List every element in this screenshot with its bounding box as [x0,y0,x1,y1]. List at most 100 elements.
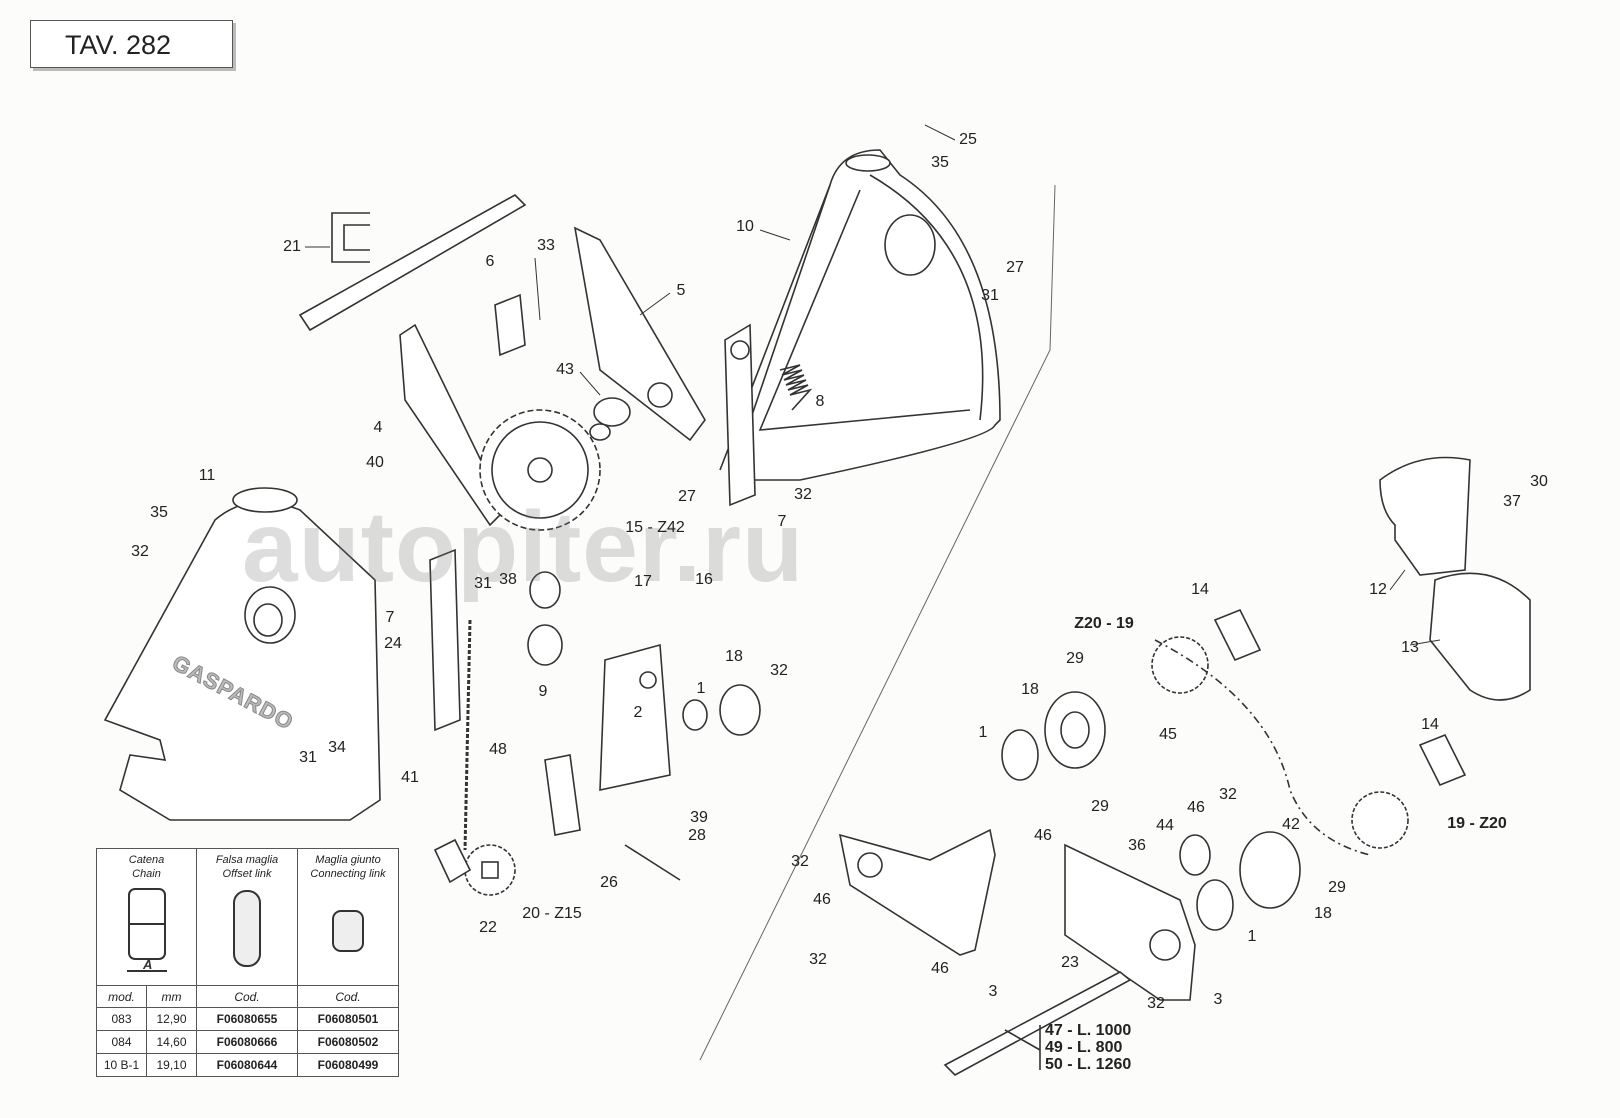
callout: 18 [725,648,743,665]
page-title: TAV. 282 [30,20,233,68]
cell-mod: 10 B-1 [96,1053,147,1077]
part-sprocket-z20b [1351,791,1409,849]
dimension-label: A [142,957,152,972]
offset-link-header: Falsa maglia Offset link [196,848,298,986]
callout: 21 [283,238,301,255]
bar-length-label: 49 - L. 800 [1045,1039,1123,1056]
part-u-bolt-21 [331,212,370,263]
table-row: 10 B-1 19,10 F06080644 F06080499 [96,1053,399,1077]
callout: 7 [385,609,395,626]
part-guard-13 [1429,572,1531,701]
header-it: Maglia giunto [315,854,381,866]
callout: 43 [556,361,574,378]
callout: 31 [299,749,317,766]
callout: 31 [474,575,492,592]
callout: 1 [978,724,988,741]
chain-header: Catena Chain A [96,848,197,986]
callout: 35 [150,504,168,521]
part-bolt-26 [624,844,681,881]
callout: Z20 - 19 [1074,615,1134,632]
callout: 18 [1314,905,1332,922]
part-spacer-44 [1179,834,1211,876]
part-sprocket-z15 [464,844,516,896]
callout: 18 [1021,681,1039,698]
callout: 3 [988,983,998,1000]
part-bar [298,194,527,332]
callout: 8 [815,393,825,410]
cell-connecting-code: F06080501 [297,1007,399,1031]
header-it: Catena [128,854,165,866]
callout: 35 [931,154,949,171]
callout: 3 [1213,991,1223,1008]
callout: 32 [809,951,827,968]
table-row: 084 14,60 F06080666 F06080502 [96,1030,399,1054]
part-chain-41 [463,619,472,851]
part-guard-10 [728,149,1001,481]
callout: 26 [600,874,618,891]
part-plate-3b [1064,843,1196,1001]
callout: 37 [1503,493,1521,510]
callout: 32 [794,486,812,503]
part-bearing-1 [682,699,708,731]
divider-line [699,184,1056,1061]
col-mod: mod. [96,985,147,1008]
callout: 14 [1421,716,1439,733]
callout: 24 [384,635,402,652]
header-en: Offset link [222,868,272,880]
callout: 27 [1006,259,1024,276]
cell-connecting-code: F06080502 [297,1030,399,1054]
cell-offset-code: F06080644 [196,1053,298,1077]
cell-offset-code: F06080655 [196,1007,298,1031]
cell-mm: 14,60 [146,1030,197,1054]
col-cod: Cod. [297,985,399,1008]
callout: 32 [1219,786,1237,803]
callout: 32 [1147,995,1165,1012]
callout: 46 [1187,799,1205,816]
callout: 19 - Z20 [1447,815,1507,832]
part-arm-7 [724,323,756,507]
callout: 33 [537,237,555,254]
callout: 32 [131,543,149,560]
part-arm-7-left [429,548,461,732]
callout: 2 [633,704,643,721]
callout: 31 [981,287,999,304]
callout: 6 [485,253,495,270]
cell-offset-code: F06080666 [196,1030,298,1054]
callout: 38 [499,571,517,588]
callout: 11 [198,467,216,484]
part-clamp-14b [1418,733,1467,787]
connecting-link-illustration [332,910,364,952]
callout: 32 [791,853,809,870]
part-sprocket-z20 [1151,636,1209,694]
callout: 28 [688,827,706,844]
callout: 44 [1156,817,1174,834]
part-cover-11 [103,501,381,821]
callout: 36 [1128,837,1146,854]
callout: 46 [1034,827,1052,844]
watermark: autopiter.ru [242,491,805,603]
callout: 14 [1191,581,1209,598]
callout: 46 [813,891,831,908]
header-en: Connecting link [310,868,386,880]
col-cod: Cod. [196,985,298,1008]
callout: 34 [328,739,346,756]
callout: 46 [931,960,949,977]
callout: 1 [1247,928,1257,945]
header-en: Chain [132,868,161,880]
callout: 29 [1066,650,1084,667]
part-spring-8 [779,364,813,411]
callout: 17 [634,573,652,590]
offset-link-illustration [233,890,261,967]
part-roller-9 [527,624,563,666]
callout: 15 - Z42 [625,519,685,536]
connecting-link-header: Maglia giunto Connecting link [297,848,399,986]
bar-length-label: 47 - L. 1000 [1045,1022,1132,1039]
callout: 12 [1369,581,1387,598]
callout: 20 - Z15 [522,905,582,922]
table-row: 083 12,90 F06080655 F06080501 [96,1007,399,1031]
cell-mod: 083 [96,1007,147,1031]
chain-illustration: A [126,888,167,972]
callout: 4 [373,419,383,436]
callout: 27 [678,488,696,505]
